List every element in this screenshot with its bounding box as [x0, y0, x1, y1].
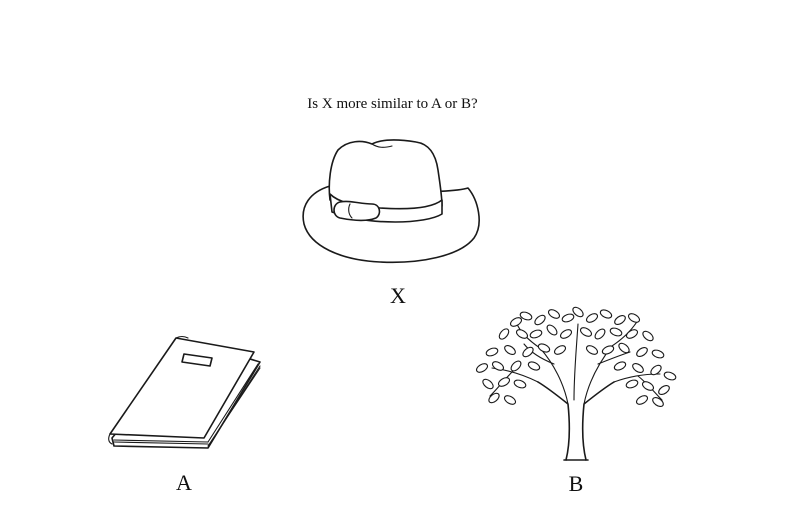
- hat-icon: [300, 134, 482, 266]
- question-text: Is X more similar to A or B?: [307, 96, 478, 112]
- item-label-a: A: [176, 470, 192, 495]
- item-label-x: X: [390, 283, 406, 308]
- tree-icon: [474, 304, 678, 466]
- book-icon: [104, 334, 266, 454]
- item-label-b: B: [568, 471, 584, 496]
